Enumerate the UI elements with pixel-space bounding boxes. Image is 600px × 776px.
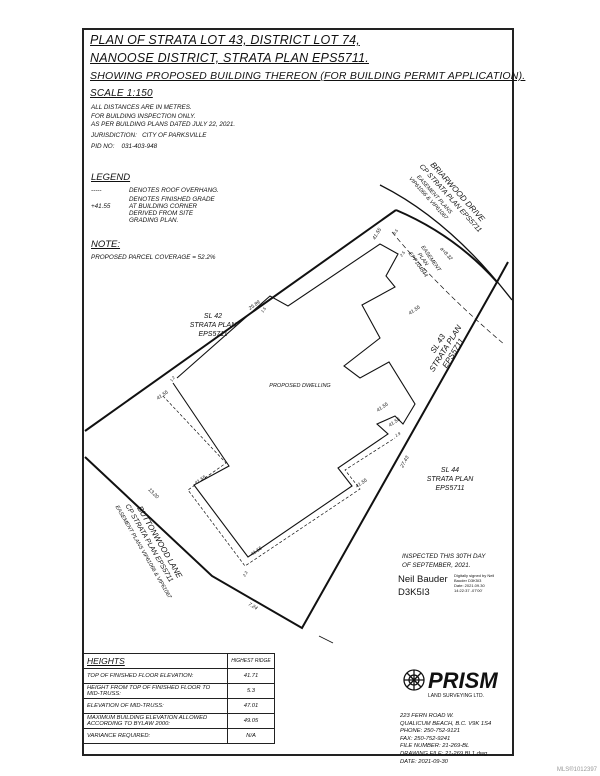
heights-header: HEIGHTS HIGHEST RIDGE: [83, 653, 275, 669]
row-value: 5.3: [227, 683, 275, 699]
signer-name: Neil Bauder: [398, 574, 448, 585]
heights-table: HEIGHTS HIGHEST RIDGE TOP OF FINISHED FL…: [83, 653, 275, 744]
company-address: 223 FERN ROAD W. QUALICUM BEACH, B.C. V9…: [400, 713, 491, 766]
grade-1: 41.55: [372, 227, 384, 241]
briarwood-label: BRIARWOOD DRIVE: [429, 160, 487, 224]
table-row: MAXIMUM BUILDING ELEVATION ALLOWED ACCOR…: [83, 713, 275, 729]
digital-sig-2: Bauder D3K5I3: [454, 578, 482, 583]
file-number: FILE NUMBER: 21-269-BL: [400, 743, 470, 750]
parcel-coverage: PROPOSED PARCEL COVERAGE = 52.2%: [91, 254, 216, 261]
signer-code: D3K5I3: [398, 587, 430, 598]
address-line-2: QUALICUM BEACH, B.C. V9K 1S4: [400, 720, 492, 727]
grade-2: 41.55: [156, 389, 170, 401]
digital-signature: Digitally signed by Neil Bauder D3K5I3 D…: [454, 573, 494, 593]
legend-title: LEGEND: [91, 172, 131, 183]
grade-3: 41.55: [194, 474, 208, 486]
dim-setback-4: 2.3: [241, 570, 249, 579]
sl44-label-1: SL 44: [441, 467, 459, 474]
plan-pointer: [318, 635, 334, 644]
drawing-frame: [82, 28, 514, 756]
dim-right: 27.43: [399, 455, 411, 470]
legend-roof-text: DENOTES ROOF OVERHANG.: [129, 187, 219, 194]
drawing-file: DRAWING FILE: 21-269 BL1.dwg: [400, 750, 488, 757]
dim-setback-3: 1.9: [394, 430, 402, 437]
legend-grade-1: DENOTES FINISHED GRADE: [129, 196, 215, 203]
dim-setback-2: 2.5: [398, 250, 406, 259]
table-row: TOP OF FINISHED FLOOR ELEVATION:41.71: [83, 668, 275, 684]
digital-sig-1: Digitally signed by Neil: [454, 573, 495, 578]
row-value: 49.05: [227, 713, 275, 729]
proposed-dwelling-label: PROPOSED DWELLING: [269, 383, 331, 389]
dwelling-outline: [172, 243, 416, 558]
pid-value: 031-403-948: [121, 143, 158, 150]
general-notes: ALL DISTANCES ARE IN METRES. FOR BUILDIN…: [91, 104, 235, 130]
inspected-line-2: OF SEPTEMBER, 2021.: [402, 562, 471, 569]
sl44-label-2: STRATA PLAN: [427, 476, 474, 483]
digital-sig-4: 14:22:37 -07'00': [454, 588, 483, 593]
dim-left: 13.20: [147, 487, 160, 500]
company-logo-text: PRISM: [428, 668, 498, 693]
sl42-label-3: EPS5711: [198, 331, 227, 338]
grade-6: 41.55: [376, 401, 390, 413]
jurisdiction-label: JURISDICTION:: [91, 132, 137, 139]
dim-setback-1: 3.5: [392, 228, 400, 236]
date: DATE: 2021-09-30: [400, 758, 448, 765]
logo-icon: [403, 669, 425, 691]
title-line-2: NANOOSE DISTRICT, STRATA PLAN EPS5711.: [90, 51, 369, 65]
row-label: VARIANCE REQUIRED:: [83, 728, 228, 744]
legend-grade-2: AT BUILDING CORNER: [129, 203, 198, 210]
fax: FAX: 250-752-9241: [400, 735, 451, 742]
easement-line: [391, 231, 506, 346]
row-value: 47.01: [227, 698, 275, 714]
sl44-label-3: EPS5711: [435, 485, 464, 492]
dim-setback-6: 1.2: [169, 375, 177, 383]
scale: SCALE 1:150: [90, 88, 153, 99]
row-label: HEIGHT FROM TOP OF FINISHED FLOOR TO MID…: [83, 683, 228, 699]
lot-boundary-right: [84, 281, 498, 630]
jurisdiction: JURISDICTION: CITY OF PARKSVILLE: [91, 132, 206, 141]
grade-5: 41.55: [355, 477, 369, 489]
legend-grade-4: GRADING PLAN.: [129, 217, 179, 224]
lot-boundary: [84, 209, 397, 432]
heights-title: HEIGHTS: [83, 653, 228, 669]
digital-sig-3: Date: 2021.09.30: [454, 583, 485, 588]
mls-watermark: MLS®1012397: [556, 767, 597, 773]
dim-setback-5: 1.5: [260, 306, 268, 314]
heights-col: HIGHEST RIDGE: [227, 653, 275, 669]
table-row: VARIANCE REQUIRED:N/A: [83, 728, 275, 744]
legend-grade-symbol: +41.55: [91, 203, 111, 210]
row-label: TOP OF FINISHED FLOOR ELEVATION:: [83, 668, 228, 684]
title-line-3: SHOWING PROPOSED BUILDING THEREON (FOR B…: [90, 70, 526, 82]
row-value: 41.71: [227, 668, 275, 684]
title-line-1: PLAN OF STRATA LOT 43, DISTRICT LOT 74,: [90, 33, 360, 47]
dim-arc: a=8.32: [439, 246, 454, 262]
sl42-label-1: SL 42: [204, 313, 222, 320]
row-label: ELEVATION OF MID-TRUSS:: [83, 698, 228, 714]
legend-grade-3: DERIVED FROM SITE: [129, 210, 194, 217]
lot-arc-boundary: [395, 209, 498, 283]
row-value: N/A: [227, 728, 275, 744]
note-inspection: FOR BUILDING INSPECTION ONLY.: [91, 112, 196, 120]
jurisdiction-value: CITY OF PARKSVILLE: [142, 132, 207, 139]
dim-bottom: 7.24: [247, 602, 259, 612]
table-row: ELEVATION OF MID-TRUSS:47.01: [83, 698, 275, 714]
note-distances: ALL DISTANCES ARE IN METRES.: [91, 104, 192, 111]
table-row: HEIGHT FROM TOP OF FINISHED FLOOR TO MID…: [83, 683, 275, 699]
legend-roof-symbol: -----: [91, 187, 102, 194]
legend-grade-text: DENOTES FINISHED GRADE AT BUILDING CORNE…: [129, 196, 215, 224]
roof-overhang: [162, 395, 396, 567]
note-title: NOTE:: [91, 239, 121, 250]
inspected-line-1: INSPECTED THIS 30TH DAY: [402, 553, 486, 560]
pid-label: PID NO:: [91, 143, 115, 150]
row-label: MAXIMUM BUILDING ELEVATION ALLOWED ACCOR…: [83, 713, 228, 729]
pid: PID NO: 031-403-948: [91, 143, 157, 152]
sl42-label-2: STRATA PLAN: [190, 322, 237, 329]
address-line-1: 223 FERN ROAD W.: [400, 713, 454, 719]
note-plans-date: AS PER BUILDING PLANS DATED JULY 22, 202…: [91, 121, 236, 128]
grade-8: 41.55: [408, 304, 422, 316]
phone: PHONE: 250-752-9121: [400, 728, 460, 735]
company-subtitle: LAND SURVEYING LTD.: [428, 693, 484, 699]
